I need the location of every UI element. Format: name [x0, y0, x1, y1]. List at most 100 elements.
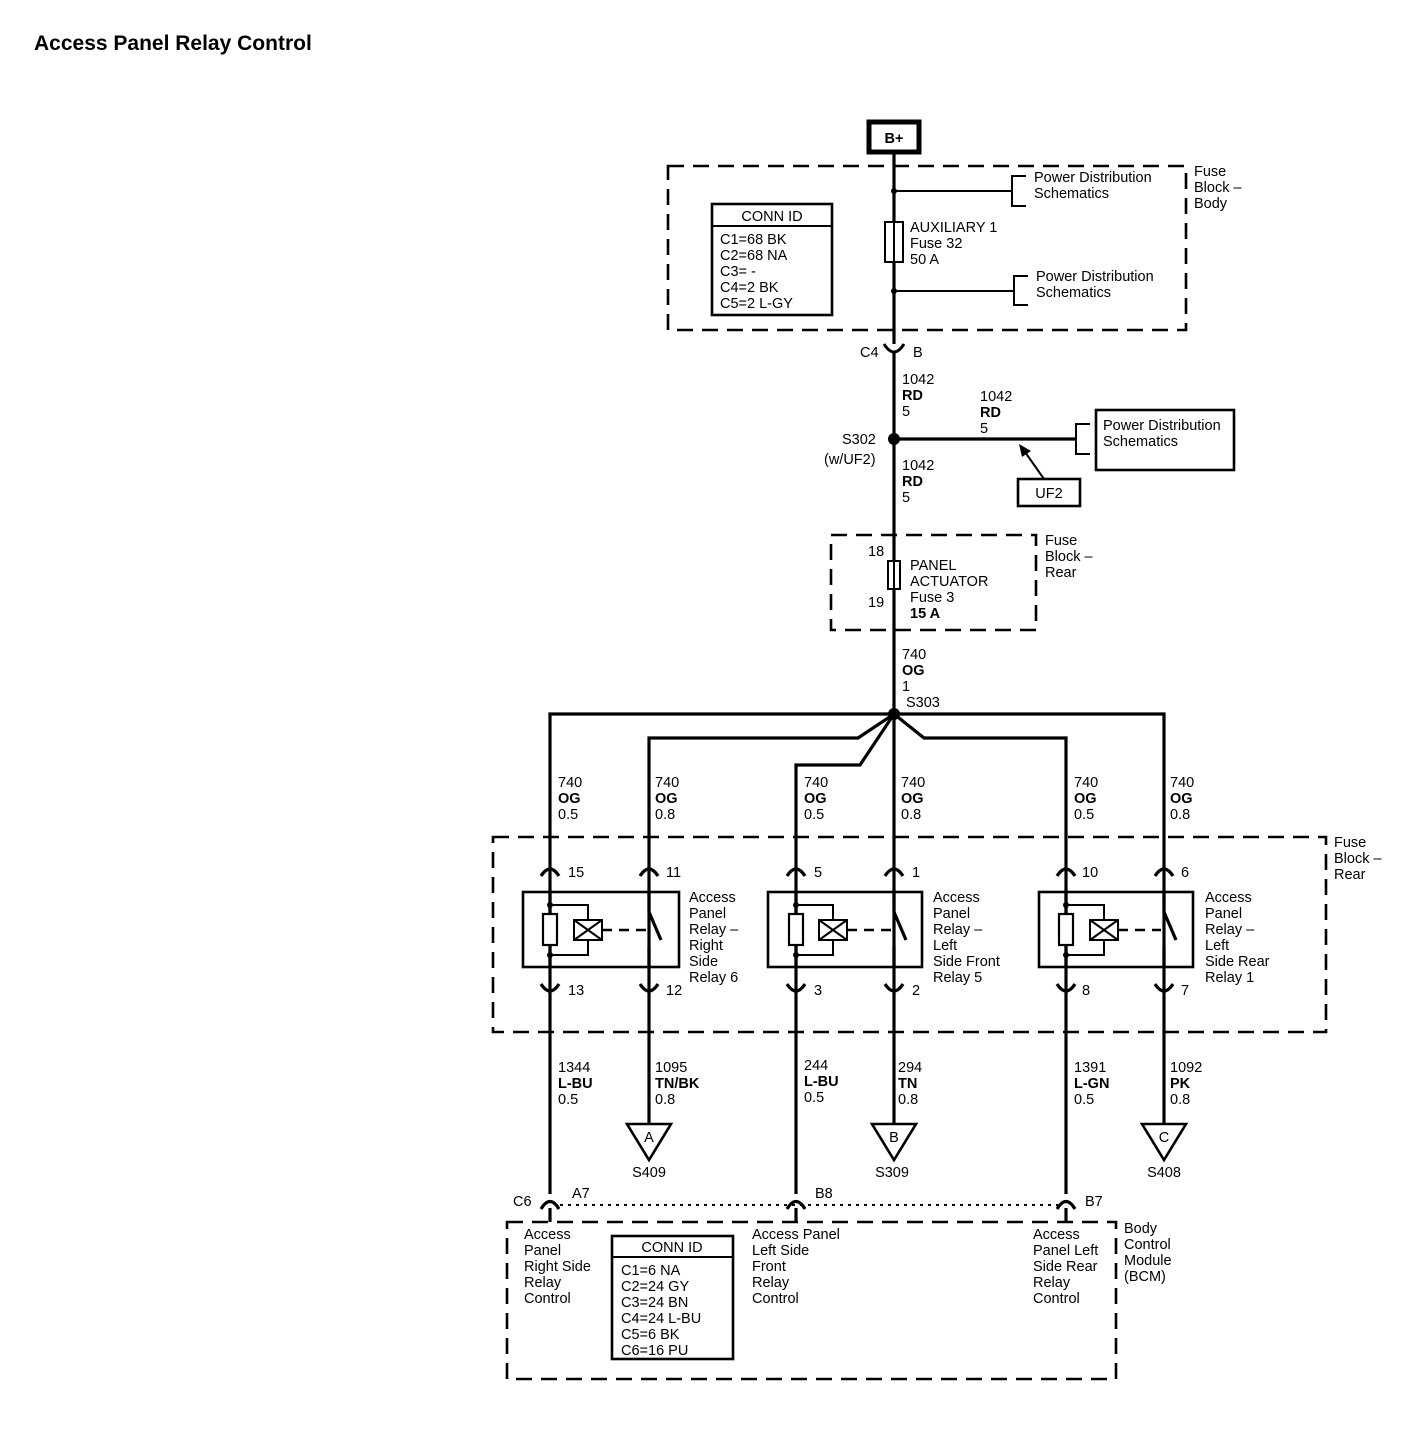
svg-text:15: 15 — [568, 865, 584, 881]
svg-text:3: 3 — [814, 983, 822, 999]
svg-text:C1=68 BK: C1=68 BK — [720, 232, 787, 248]
svg-text:0.5: 0.5 — [1074, 807, 1094, 823]
svg-text:A: A — [644, 1130, 654, 1146]
svg-text:Access: Access — [689, 890, 736, 906]
svg-text:CONN ID: CONN ID — [641, 1240, 702, 1256]
svg-text:18: 18 — [868, 544, 884, 560]
svg-text:15 A: 15 A — [910, 606, 941, 622]
svg-text:C4=2 BK: C4=2 BK — [720, 280, 779, 296]
svg-text:OG: OG — [804, 791, 827, 807]
relay-left-side-front: 5 1 3 2 Access Panel Relay – Left Side F… — [766, 865, 1000, 999]
svg-text:Panel Left: Panel Left — [1033, 1243, 1098, 1259]
svg-text:Panel: Panel — [933, 906, 970, 922]
svg-text:Module: Module — [1124, 1253, 1172, 1269]
svg-text:RD: RD — [980, 405, 1001, 421]
svg-text:C6: C6 — [513, 1194, 532, 1210]
svg-text:Relay 6: Relay 6 — [689, 970, 738, 986]
conn-id-box-body: CONN ID C1=68 BK C2=68 NA C3= - C4=2 BK … — [710, 202, 834, 317]
svg-text:OG: OG — [655, 791, 678, 807]
ref-triangle-b: B S309 — [869, 1122, 919, 1181]
splice-s302: S302 (w/UF2) — [824, 432, 900, 468]
fuse-block-rear-top-label: Fuse Block – Rear — [1045, 533, 1093, 581]
svg-text:RD: RD — [902, 388, 923, 404]
uf2-callout: UF2 — [1016, 444, 1082, 508]
svg-text:PANEL: PANEL — [910, 558, 956, 574]
svg-text:10: 10 — [1082, 865, 1098, 881]
svg-text:Rear: Rear — [1334, 867, 1366, 883]
svg-text:1042: 1042 — [980, 389, 1012, 405]
svg-text:8: 8 — [1082, 983, 1090, 999]
svg-text:Access Panel: Access Panel — [752, 1227, 840, 1243]
ref-triangle-c: C S408 — [1139, 1122, 1189, 1181]
svg-text:Access: Access — [933, 890, 980, 906]
fuse-panel-actuator: 18 19 PANEL ACTUATOR Fuse 3 15 A — [868, 544, 988, 622]
svg-text:Access: Access — [1205, 890, 1252, 906]
bcm-input-left-side-rear: Access Panel Left Side Rear Relay Contro… — [1033, 1227, 1098, 1307]
svg-text:Panel: Panel — [689, 906, 726, 922]
svg-text:Schematics: Schematics — [1034, 186, 1109, 202]
svg-text:Fuse 3: Fuse 3 — [910, 590, 954, 606]
svg-text:UF2: UF2 — [1035, 486, 1062, 502]
svg-text:Power Distribution: Power Distribution — [1103, 418, 1221, 434]
svg-text:OG: OG — [558, 791, 581, 807]
svg-text:C4=24 L-BU: C4=24 L-BU — [621, 1311, 701, 1327]
svg-text:RD: RD — [902, 474, 923, 490]
wire-label-1042-b: 1042 RD 5 — [980, 389, 1012, 437]
svg-text:Relay: Relay — [752, 1275, 790, 1291]
wire-label-1042-a: 1042 RD 5 — [902, 372, 934, 420]
svg-text:Right Side: Right Side — [524, 1259, 591, 1275]
svg-text:Block –: Block – — [1045, 549, 1093, 565]
svg-text:1: 1 — [902, 679, 910, 695]
svg-text:S409: S409 — [632, 1165, 666, 1181]
svg-text:Left Side: Left Side — [752, 1243, 809, 1259]
relay-left-side-rear: 10 6 8 7 Access Panel Relay – Left Side … — [1037, 865, 1270, 999]
svg-text:Body: Body — [1194, 196, 1228, 212]
svg-text:Fuse: Fuse — [1194, 164, 1226, 180]
svg-text:13: 13 — [568, 983, 584, 999]
connector-c6: C6 A7 B8 B7 — [513, 1186, 1103, 1222]
svg-text:1344: 1344 — [558, 1060, 590, 1076]
svg-text:0.8: 0.8 — [898, 1092, 918, 1108]
svg-text:2: 2 — [912, 983, 920, 999]
svg-text:Fuse: Fuse — [1334, 835, 1366, 851]
svg-text:Left: Left — [1205, 938, 1229, 954]
svg-text:C5=2 L-GY: C5=2 L-GY — [720, 296, 793, 312]
svg-text:Block –: Block – — [1194, 180, 1242, 196]
svg-text:Control: Control — [752, 1291, 799, 1307]
page-title: Access Panel Relay Control — [34, 32, 312, 55]
fuse-block-body-label: Fuse Block – Body — [1194, 164, 1242, 212]
svg-text:Power Distribution: Power Distribution — [1036, 269, 1154, 285]
svg-text:740: 740 — [901, 775, 925, 791]
svg-text:Body: Body — [1124, 1221, 1158, 1237]
svg-text:TN/BK: TN/BK — [655, 1076, 700, 1092]
svg-text:S309: S309 — [875, 1165, 909, 1181]
svg-text:Relay: Relay — [1033, 1275, 1071, 1291]
svg-text:1391: 1391 — [1074, 1060, 1106, 1076]
relay-output-wire-labels: 1344 L-BU 0.5 1095 TN/BK 0.8 244 L-BU 0.… — [558, 1058, 1202, 1108]
svg-text:1: 1 — [912, 865, 920, 881]
svg-text:Relay –: Relay – — [689, 922, 739, 938]
svg-text:1092: 1092 — [1170, 1060, 1202, 1076]
svg-text:AUXILIARY 1: AUXILIARY 1 — [910, 220, 997, 236]
fuse-block-rear-top — [829, 533, 1038, 632]
svg-text:B7: B7 — [1085, 1194, 1103, 1210]
svg-text:740: 740 — [804, 775, 828, 791]
svg-text:S302: S302 — [842, 432, 876, 448]
svg-text:L-BU: L-BU — [558, 1076, 593, 1092]
svg-text:Block –: Block – — [1334, 851, 1382, 867]
fuse-auxiliary-1: AUXILIARY 1 Fuse 32 50 A — [884, 220, 997, 268]
svg-text:0.5: 0.5 — [804, 1090, 824, 1106]
svg-text:740: 740 — [1074, 775, 1098, 791]
svg-text:Power Distribution: Power Distribution — [1034, 170, 1152, 186]
svg-text:A7: A7 — [572, 1186, 590, 1202]
svg-text:5: 5 — [902, 404, 910, 420]
svg-text:B8: B8 — [815, 1186, 833, 1202]
svg-text:C3= -: C3= - — [720, 264, 756, 280]
svg-text:Relay –: Relay – — [1205, 922, 1255, 938]
svg-text:Relay: Relay — [524, 1275, 562, 1291]
svg-text:C6=16 PU: C6=16 PU — [621, 1343, 688, 1359]
svg-text:Fuse 32: Fuse 32 — [910, 236, 962, 252]
svg-text:12: 12 — [666, 983, 682, 999]
svg-text:C1=6 NA: C1=6 NA — [621, 1263, 681, 1279]
